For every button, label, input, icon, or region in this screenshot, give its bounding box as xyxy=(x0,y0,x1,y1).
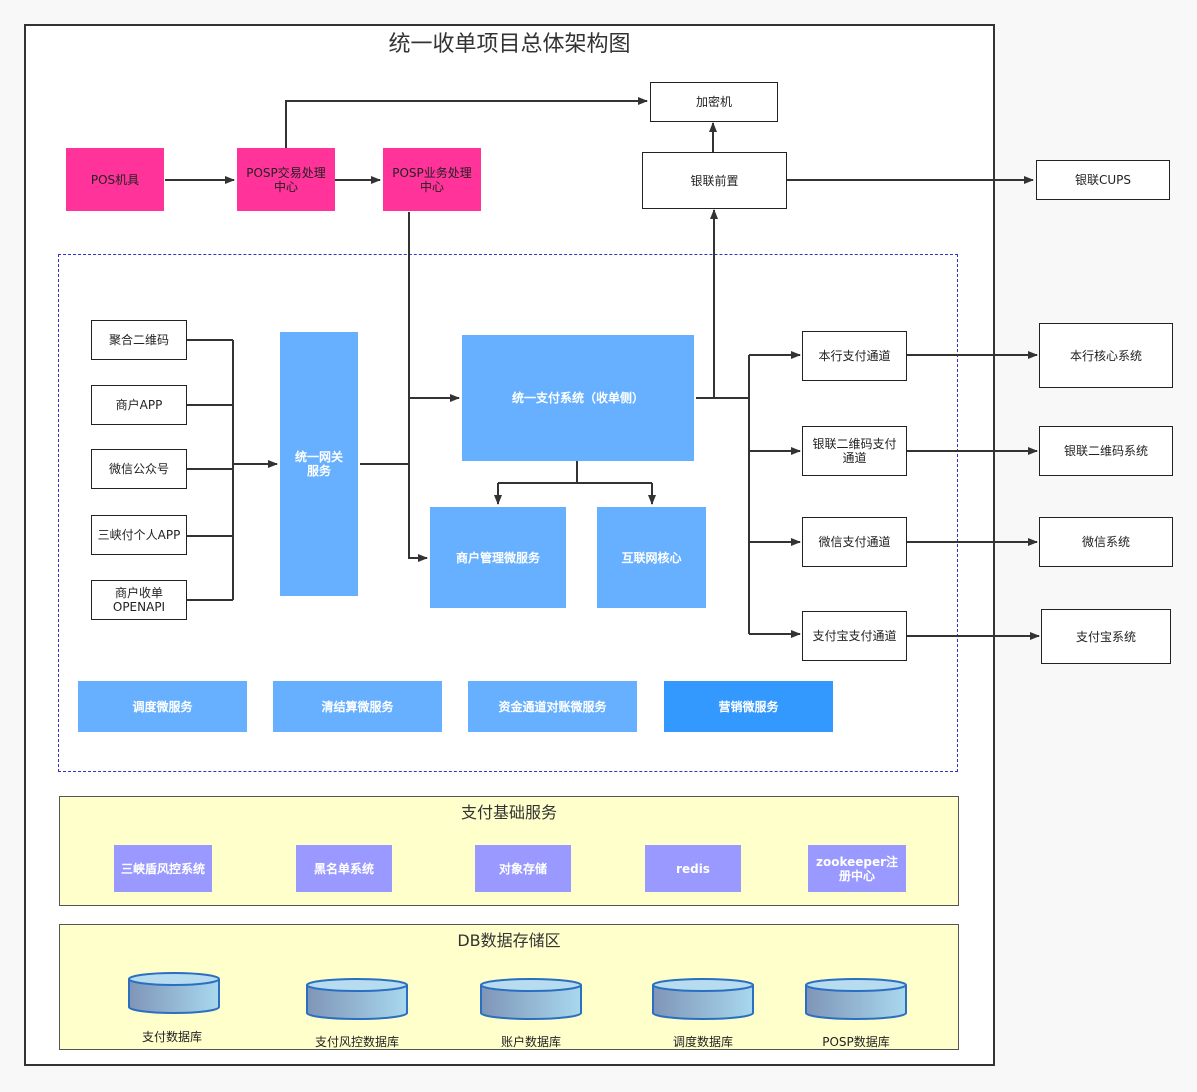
client-merchant-app: 商户APP xyxy=(91,385,187,425)
unified-payment-node: 统一支付系统（收单侧） xyxy=(462,335,694,461)
db-area-title: DB数据存储区 xyxy=(457,931,561,950)
arrow-business-to-merchant xyxy=(408,212,428,562)
pos-device-node: POS机具 xyxy=(66,148,164,211)
database-icon xyxy=(652,978,754,1020)
risk-control-system: 三峡盾风控系统 xyxy=(114,845,212,892)
db-label-account: 账户数据库 xyxy=(500,1035,561,1049)
channel-bank: 本行支付通道 xyxy=(802,331,907,381)
client-openapi: 商户收单OPENAPI xyxy=(91,580,187,620)
client-wechat-official: 微信公众号 xyxy=(91,449,187,489)
database-icon xyxy=(306,978,408,1020)
settlement-service: 清结算微服务 xyxy=(273,681,442,732)
db-label-risk: 支付风控数据库 xyxy=(314,1035,399,1049)
marketing-service: 营销微服务 xyxy=(664,681,833,732)
database-icon xyxy=(805,978,907,1020)
merchant-mgmt-node: 商户管理微服务 xyxy=(430,507,566,608)
zookeeper-node: zookeeper注册中心 xyxy=(808,845,906,892)
core-services-region xyxy=(58,254,958,772)
external-unionpay-qr: 银联二维码系统 xyxy=(1039,426,1173,476)
channel-wechat: 微信支付通道 xyxy=(802,517,907,567)
unionpay-cups-node: 银联CUPS xyxy=(1036,160,1170,200)
encryptor-node: 加密机 xyxy=(650,82,778,122)
client-sanxiapay-app: 三峡付个人APP xyxy=(91,515,187,555)
external-alipay: 支付宝系统 xyxy=(1041,609,1171,664)
redis-node: redis xyxy=(645,845,741,892)
posp-trade-node: POSP交易处理中心 xyxy=(237,148,335,211)
blacklist-system: 黑名单系统 xyxy=(296,845,392,892)
unionpay-front-node: 银联前置 xyxy=(642,152,787,209)
posp-business-node: POSP业务处理中心 xyxy=(383,148,481,211)
scheduling-service: 调度微服务 xyxy=(78,681,247,732)
db-label-scheduling: 调度数据库 xyxy=(672,1035,733,1049)
db-label-posp: POSP数据库 xyxy=(822,1035,890,1049)
channel-unionpay-qr: 银联二维码支付通道 xyxy=(802,426,907,476)
diagram-title: 统一收单项目总体架构图 xyxy=(388,32,631,57)
client-aggregate-qr: 聚合二维码 xyxy=(91,320,187,360)
external-wechat: 微信系统 xyxy=(1039,517,1173,567)
base-services-title: 支付基础服务 xyxy=(460,803,557,822)
internet-core-node: 互联网核心 xyxy=(597,507,706,608)
database-icon xyxy=(480,978,582,1020)
object-storage: 对象存储 xyxy=(475,845,571,892)
arrow-posp-trade-to-encryptor xyxy=(285,97,648,148)
reconciliation-service: 资金通道对账微服务 xyxy=(468,681,637,732)
database-icon xyxy=(128,972,220,1014)
db-label-payment: 支付数据库 xyxy=(141,1030,202,1044)
external-bank-core: 本行核心系统 xyxy=(1039,323,1173,388)
channel-alipay: 支付宝支付通道 xyxy=(802,611,907,661)
gateway-node: 统一网关服务 xyxy=(280,332,358,596)
